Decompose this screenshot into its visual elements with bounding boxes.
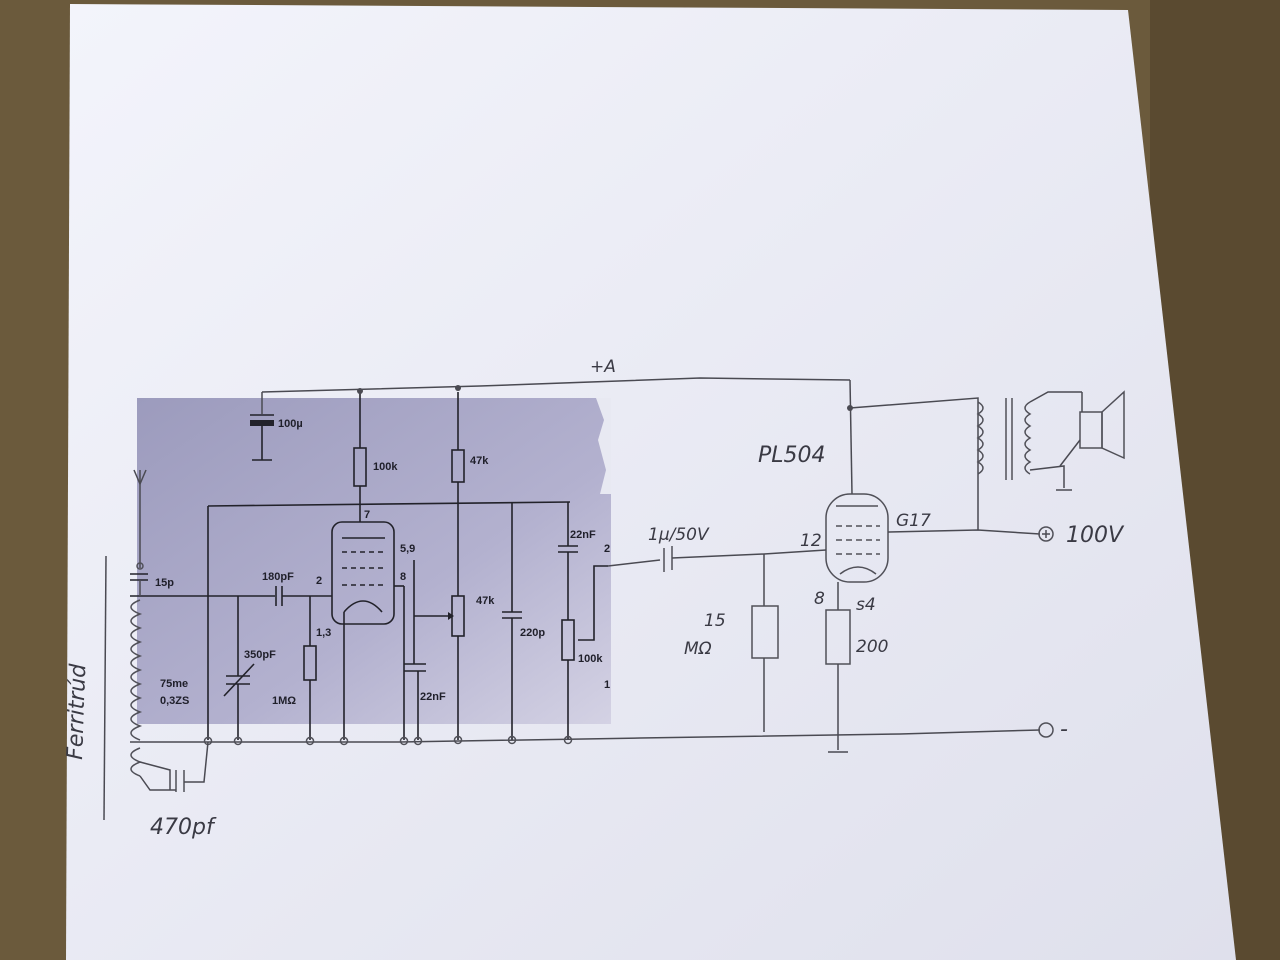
c-22nf-low-label: 22nF xyxy=(420,691,446,703)
pin-7-label: 7 xyxy=(364,509,370,521)
ferrite-rod xyxy=(103,555,107,821)
plus-a-label: +A xyxy=(590,357,616,377)
wire xyxy=(1029,465,1065,488)
bus-wire xyxy=(207,501,571,507)
g17-label: G17 xyxy=(896,511,931,531)
speaker-icon xyxy=(1101,390,1125,460)
r-grid-unit-label: MΩ xyxy=(684,639,712,659)
junction-dot xyxy=(413,736,423,746)
transformer-primary xyxy=(976,401,984,475)
resistor-grid xyxy=(751,605,779,659)
c-22nf-out-label: 22nF xyxy=(570,529,596,541)
c-180pf-label: 180pF xyxy=(262,571,294,583)
antenna-icon xyxy=(133,469,147,486)
c-100u-label: 100µ xyxy=(278,418,303,430)
wire xyxy=(139,775,176,791)
pl504-label: PL504 xyxy=(758,443,826,468)
tube-cathode xyxy=(839,566,877,575)
pin-8h-label: 8 xyxy=(814,589,825,609)
r-cathode-label: 200 xyxy=(856,637,888,657)
junction-dot xyxy=(563,735,573,745)
junction-dot xyxy=(357,388,363,394)
pot-47k-label: 47k xyxy=(476,595,495,607)
ferrite-coil xyxy=(130,599,143,741)
hand-drawn-circuit: +A PL504 G17 100V xyxy=(63,357,1125,840)
wiper-arrow xyxy=(448,612,454,620)
variable-arrow xyxy=(223,663,255,697)
tube-envelope xyxy=(331,521,395,625)
r-100k-label: 100k xyxy=(373,461,398,473)
wire xyxy=(849,397,979,530)
ground-rail xyxy=(130,729,1041,743)
transformer-secondary xyxy=(1024,401,1032,475)
wire xyxy=(849,379,853,495)
pin-2-label: 2 xyxy=(316,575,322,587)
wire xyxy=(184,741,209,783)
junction-dot xyxy=(339,736,349,746)
junction-dot xyxy=(305,736,315,746)
pin-2-out-label: 2 xyxy=(604,543,610,555)
junction-dot xyxy=(507,735,517,745)
junction-dot xyxy=(453,735,463,745)
printed-circuit: 100µ 100k 47k 7 5,9 8 2 1,3 180pF xyxy=(130,392,610,740)
pin-8-label: 8 xyxy=(400,571,406,583)
pot-100k-label: 100k xyxy=(578,653,603,665)
pl504-tube-envelope xyxy=(825,493,889,583)
c-350pf-label: 350pF xyxy=(244,649,276,661)
wiper-wire xyxy=(578,565,608,641)
c-15p-label: 15p xyxy=(155,577,174,589)
r-1m-label: 1MΩ xyxy=(272,695,296,707)
positive-rail xyxy=(261,377,851,393)
junction-dot xyxy=(233,736,243,746)
tube-cathode xyxy=(343,600,383,613)
c-470pf-label: 470pf xyxy=(150,815,217,840)
junction-dot xyxy=(455,385,461,391)
minus-label: - xyxy=(1060,717,1068,742)
wire xyxy=(887,529,1041,535)
junction-dot xyxy=(136,562,144,570)
pin-13-label: 1,3 xyxy=(316,627,331,639)
printed-circuit-cutout xyxy=(137,398,611,724)
wire xyxy=(607,559,661,567)
r-47k-top-label: 47k xyxy=(470,455,489,467)
pin-1-label: 1 xyxy=(604,679,610,691)
wire xyxy=(139,761,171,790)
c-coupling-label: 1µ/50V xyxy=(648,525,710,545)
printout-torn-corner xyxy=(596,398,611,494)
c-220p-label: 220p xyxy=(520,627,545,639)
r-grid-value-label: 15 xyxy=(704,611,726,631)
pin-12-label: 12 xyxy=(800,531,822,551)
wire xyxy=(1059,439,1081,467)
wire xyxy=(1029,391,1082,403)
pin-s4-label: s4 xyxy=(856,595,876,615)
pin-59-label: 5,9 xyxy=(400,543,415,555)
junction-dot xyxy=(399,736,409,746)
negative-terminal-icon xyxy=(1038,722,1054,738)
positive-terminal-icon xyxy=(1038,526,1054,542)
plus-100v-label: 100V xyxy=(1066,523,1125,548)
capacitor-plate xyxy=(250,420,274,426)
ferrite-label: Ferritrúd xyxy=(63,662,91,760)
coil-75me-label: 75me xyxy=(160,678,188,690)
coil-03zs-label: 0,3ZS xyxy=(160,695,189,707)
